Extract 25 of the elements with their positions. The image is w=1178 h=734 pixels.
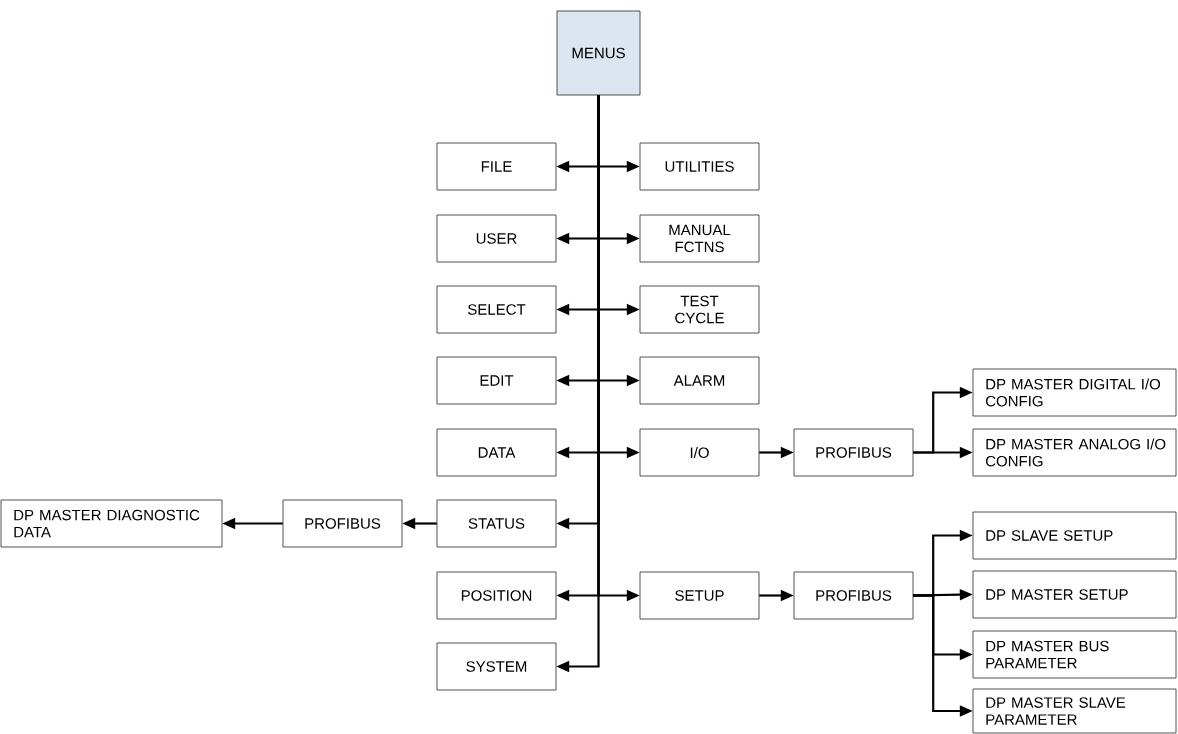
menu-item-box: DP MASTER SLAVE PARAMETER (972, 688, 1177, 734)
menu-item-box: SYSTEM (436, 642, 557, 691)
menu-item-box: EDIT (436, 356, 557, 405)
menu-item-box: UTILITIES (639, 142, 760, 191)
menu-item-box: ALARM (639, 356, 760, 405)
menu-item-box: PROFIBUS (282, 499, 403, 548)
menu-item-box: DP MASTER ANALOG I/O CONFIG (972, 428, 1177, 477)
menu-item-box: STATUS (436, 499, 557, 548)
menu-item-box: DP MASTER DIAGNOSTIC DATA (0, 499, 223, 548)
menu-item-box: FILE (436, 142, 557, 191)
menu-item-box: USER (436, 214, 557, 263)
menu-item-box: POSITION (436, 571, 557, 620)
menu-item-box: I/O (639, 428, 760, 477)
menu-item-box: DP SLAVE SETUP (972, 511, 1177, 560)
menu-item-box: PROFIBUS (793, 428, 914, 477)
menu-item-box: SELECT (436, 285, 557, 334)
menu-item-box: DP MASTER BUS PARAMETER (972, 630, 1177, 679)
menu-item-box: DP MASTER DIGITAL I/O CONFIG (972, 368, 1177, 417)
menu-item-box: SETUP (639, 571, 760, 620)
menu-item-box: MANUAL FCTNS (639, 214, 760, 263)
menu-item-box: DP MASTER SETUP (972, 570, 1177, 619)
menu-item-box: TEST CYCLE (639, 285, 760, 334)
menu-item-box: PROFIBUS (793, 571, 914, 620)
menu-box: MENUS (556, 10, 641, 96)
menu-item-box: DATA (436, 428, 557, 477)
